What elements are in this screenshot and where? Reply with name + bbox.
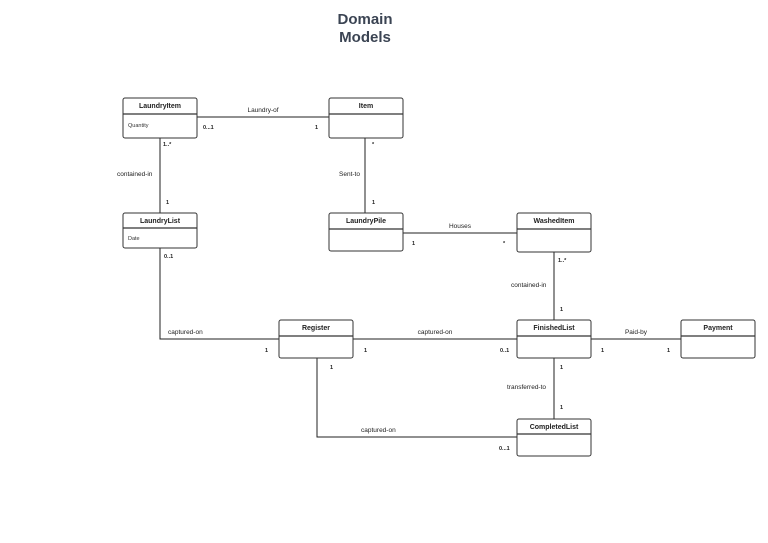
multiplicity: 1..*	[163, 142, 172, 148]
multiplicity: *	[503, 241, 506, 247]
class-name: CompletedList	[530, 424, 579, 431]
association-label: captured-on	[361, 427, 396, 434]
class-name: LaundryPile	[346, 218, 386, 225]
association-line[interactable]	[159, 248, 279, 340]
association-paid-by: Paid-by 1 1	[591, 329, 681, 354]
class-payment[interactable]: Payment	[680, 319, 756, 359]
class-name: Item	[359, 103, 373, 110]
class-attribute: Date	[128, 236, 140, 242]
diagram-title-line-1: Domain	[337, 11, 393, 28]
multiplicity: 0..1	[164, 254, 173, 260]
multiplicity: 1	[560, 405, 563, 411]
class-washed-item[interactable]: WashedItem	[516, 212, 592, 253]
association-captured-on-finished: captured-on 1 0..1	[353, 329, 517, 354]
multiplicity: 1	[560, 307, 563, 313]
class-laundry-item[interactable]: LaundryItem Quantity	[122, 97, 198, 139]
multiplicity: 1	[601, 348, 604, 354]
multiplicity: 1	[364, 348, 367, 354]
association-laundry-of: Laundry-of 0...1 1	[197, 107, 329, 131]
class-name: FinishedList	[533, 325, 575, 332]
multiplicity: 1	[166, 200, 169, 206]
multiplicity: 1..*	[558, 258, 567, 264]
association-label: Laundry-of	[247, 107, 278, 114]
class-register[interactable]: Register	[278, 319, 354, 359]
class-item[interactable]: Item	[328, 97, 404, 139]
association-label: captured-on	[418, 329, 453, 336]
multiplicity: 0...1	[203, 125, 214, 131]
class-attribute: Quantity	[128, 123, 149, 129]
multiplicity: 1	[667, 348, 670, 354]
multiplicity: 1	[560, 365, 563, 371]
multiplicity: 1	[412, 241, 415, 247]
association-label: captured-on	[168, 329, 203, 336]
class-finished-list[interactable]: FinishedList	[516, 319, 592, 359]
multiplicity: 1	[265, 348, 268, 354]
association-label: Sent-to	[339, 171, 360, 178]
class-laundry-list[interactable]: LaundryList Date	[122, 212, 198, 249]
association-label: contained-in	[117, 171, 153, 178]
multiplicity: 0...1	[499, 446, 510, 452]
multiplicity: *	[372, 142, 375, 148]
association-label: Houses	[449, 223, 472, 230]
association-captured-on-laundry-list: captured-on 0..1 1	[159, 248, 279, 354]
association-contained-in-finished: contained-in 1..* 1	[511, 252, 567, 320]
association-label: Paid-by	[625, 329, 648, 336]
class-laundry-pile[interactable]: LaundryPile	[328, 212, 404, 252]
association-captured-on-completed: captured-on 1 0...1	[316, 358, 517, 452]
multiplicity: 0..1	[500, 348, 509, 354]
class-name: Register	[302, 325, 330, 332]
class-completed-list[interactable]: CompletedList	[516, 418, 592, 457]
association-label: transferred-to	[507, 384, 546, 391]
class-name: LaundryList	[140, 218, 181, 225]
class-name: Payment	[703, 325, 733, 332]
diagram-title-line-2: Models	[339, 29, 391, 46]
association-contained-in-list: contained-in 1..* 1	[117, 138, 172, 213]
association-transferred-to: transferred-to 1 1	[507, 358, 563, 419]
association-houses: Houses 1 *	[403, 223, 517, 247]
multiplicity: 1	[315, 125, 318, 131]
association-label: contained-in	[511, 282, 547, 289]
association-sent-to: Sent-to * 1	[339, 138, 375, 213]
multiplicity: 1	[372, 200, 375, 206]
class-name: WashedItem	[534, 218, 575, 225]
class-name: LaundryItem	[139, 103, 181, 110]
association-line[interactable]	[316, 358, 517, 438]
multiplicity: 1	[330, 365, 333, 371]
